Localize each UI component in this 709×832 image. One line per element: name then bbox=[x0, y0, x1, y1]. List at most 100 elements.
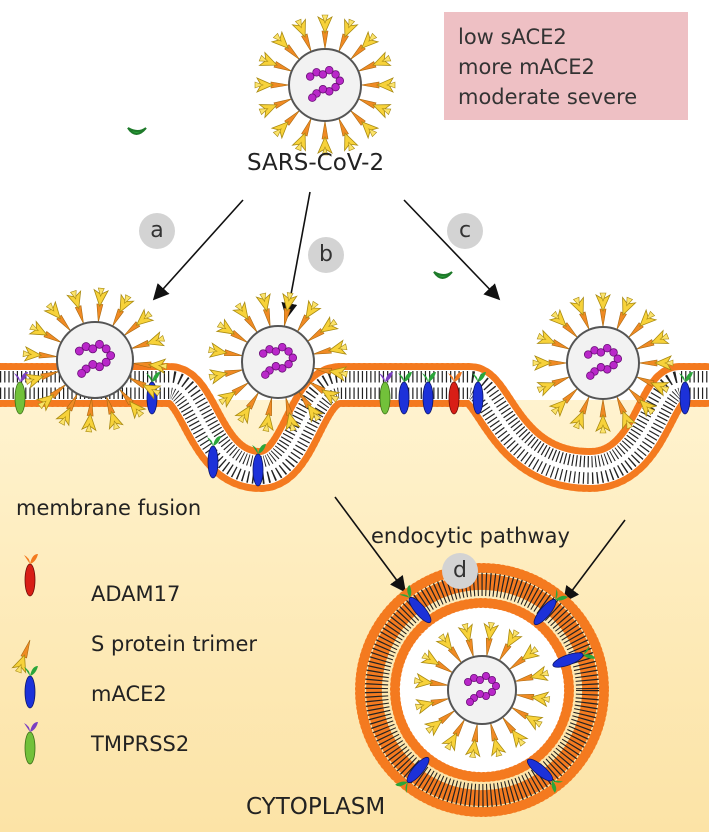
rna-bead bbox=[288, 353, 298, 362]
virus-particle-b bbox=[207, 291, 349, 433]
rna-bead bbox=[318, 85, 328, 94]
s-protein-spike bbox=[569, 393, 597, 431]
legend-label: TMPRSS2 bbox=[91, 732, 190, 756]
virus-particle-fusion bbox=[22, 287, 168, 433]
arrow-a bbox=[152, 199, 244, 301]
rna-bead bbox=[603, 343, 612, 353]
step-d-badge: d bbox=[442, 553, 478, 589]
step-c-badge: c bbox=[447, 213, 483, 249]
rna-bead bbox=[106, 351, 116, 360]
rna-bead bbox=[271, 362, 281, 371]
s-protein-spike bbox=[360, 77, 396, 93]
virus-particle-vesicle bbox=[413, 621, 551, 759]
rna-bead bbox=[284, 347, 293, 356]
legend-item-s-protein: S protein trimer bbox=[16, 626, 257, 666]
virus-envelope bbox=[288, 48, 362, 122]
legend-item-tmprss2: TMPRSS2 bbox=[16, 726, 246, 766]
s-protein-spike bbox=[638, 355, 674, 371]
rna-bead bbox=[88, 360, 98, 369]
rna-bead bbox=[613, 354, 623, 363]
s-protein-spike bbox=[257, 91, 295, 119]
rna-bead bbox=[609, 360, 618, 370]
rna-bead bbox=[308, 93, 317, 102]
legend-label: S protein trimer bbox=[91, 632, 258, 656]
s-protein-spike bbox=[291, 17, 319, 55]
legend-label: mACE2 bbox=[91, 682, 167, 706]
condition-line: moderate severe bbox=[458, 85, 638, 109]
arrow-d-right bbox=[563, 519, 626, 603]
s-protein-spike bbox=[257, 51, 295, 79]
cytoplasm-label: CYTOPLASM bbox=[246, 794, 386, 820]
rna-bead bbox=[101, 357, 111, 367]
s-protein-spike bbox=[311, 339, 349, 362]
s-protein-spike bbox=[331, 17, 359, 55]
rna-bead bbox=[475, 676, 484, 685]
virus-particle-c bbox=[532, 292, 674, 434]
virus-label: SARS-CoV-2 bbox=[247, 150, 385, 176]
s-protein-spike bbox=[276, 291, 298, 329]
rna-bead bbox=[284, 359, 293, 369]
s-protein-spike bbox=[207, 362, 245, 385]
rna-bead bbox=[88, 344, 98, 354]
rna-bead bbox=[583, 350, 593, 359]
s-protein-spike bbox=[207, 342, 245, 364]
rna-bead bbox=[463, 678, 472, 687]
s-protein-spike bbox=[532, 355, 568, 371]
s-protein-spike bbox=[128, 331, 167, 356]
rna-bead bbox=[101, 344, 111, 354]
legend-item-mace2: mACE2 bbox=[16, 676, 246, 716]
s-protein-spike bbox=[569, 295, 597, 333]
s-protein-spike bbox=[27, 320, 65, 350]
legend-item-adam17: ADAM17 bbox=[16, 576, 246, 616]
rna-bead bbox=[318, 70, 328, 79]
rna-bead bbox=[487, 688, 496, 697]
s-protein-spike bbox=[66, 288, 91, 327]
rna-bead bbox=[481, 672, 490, 681]
virus-envelope bbox=[447, 655, 517, 725]
rna-bead bbox=[609, 348, 618, 357]
rna-bead bbox=[305, 72, 315, 81]
cell-membrane bbox=[0, 363, 709, 493]
rna-bead bbox=[95, 339, 104, 349]
step-a-badge: a bbox=[139, 213, 175, 249]
s-protein-spike bbox=[254, 77, 290, 93]
s-protein-spike bbox=[355, 51, 393, 79]
virus-particle-top bbox=[254, 14, 396, 156]
step-b-badge: b bbox=[308, 237, 344, 273]
rna-bead bbox=[278, 342, 287, 352]
rna-bead bbox=[487, 676, 496, 685]
s-protein-spike bbox=[609, 295, 637, 333]
virus-envelope bbox=[56, 321, 134, 399]
s-protein-spike bbox=[255, 291, 278, 329]
endocytic-pathway-label: endocytic pathway bbox=[371, 524, 570, 548]
rna-bead bbox=[77, 368, 87, 378]
s-protein-spike bbox=[535, 369, 573, 397]
s-protein-spike bbox=[595, 398, 611, 434]
rna-bead bbox=[465, 698, 474, 707]
rna-bead bbox=[331, 70, 340, 79]
virus-envelope bbox=[566, 326, 640, 400]
rna-bead bbox=[475, 690, 484, 699]
s-protein-spike bbox=[105, 292, 135, 330]
s-protein-spike bbox=[633, 329, 671, 357]
condition-line: more mACE2 bbox=[458, 55, 595, 79]
arrow-d-left bbox=[334, 496, 406, 593]
s-protein-spike bbox=[355, 91, 393, 119]
rna-bead bbox=[335, 76, 345, 85]
rna-bead bbox=[596, 348, 606, 357]
rna-bead bbox=[74, 346, 84, 356]
rna-bead bbox=[586, 371, 595, 380]
s-protein-spike bbox=[258, 395, 280, 433]
rna-bead bbox=[258, 349, 268, 358]
rna-bead bbox=[596, 363, 606, 372]
s-protein-spike bbox=[535, 329, 573, 357]
s-protein-spike bbox=[331, 115, 359, 153]
s-protein-spike bbox=[22, 346, 59, 365]
membrane-fusion-label: membrane fusion bbox=[16, 496, 202, 520]
s-protein-spike bbox=[317, 14, 333, 50]
legend-label: ADAM17 bbox=[91, 582, 181, 606]
arrow-c bbox=[403, 199, 501, 301]
rna-bead bbox=[261, 370, 270, 379]
